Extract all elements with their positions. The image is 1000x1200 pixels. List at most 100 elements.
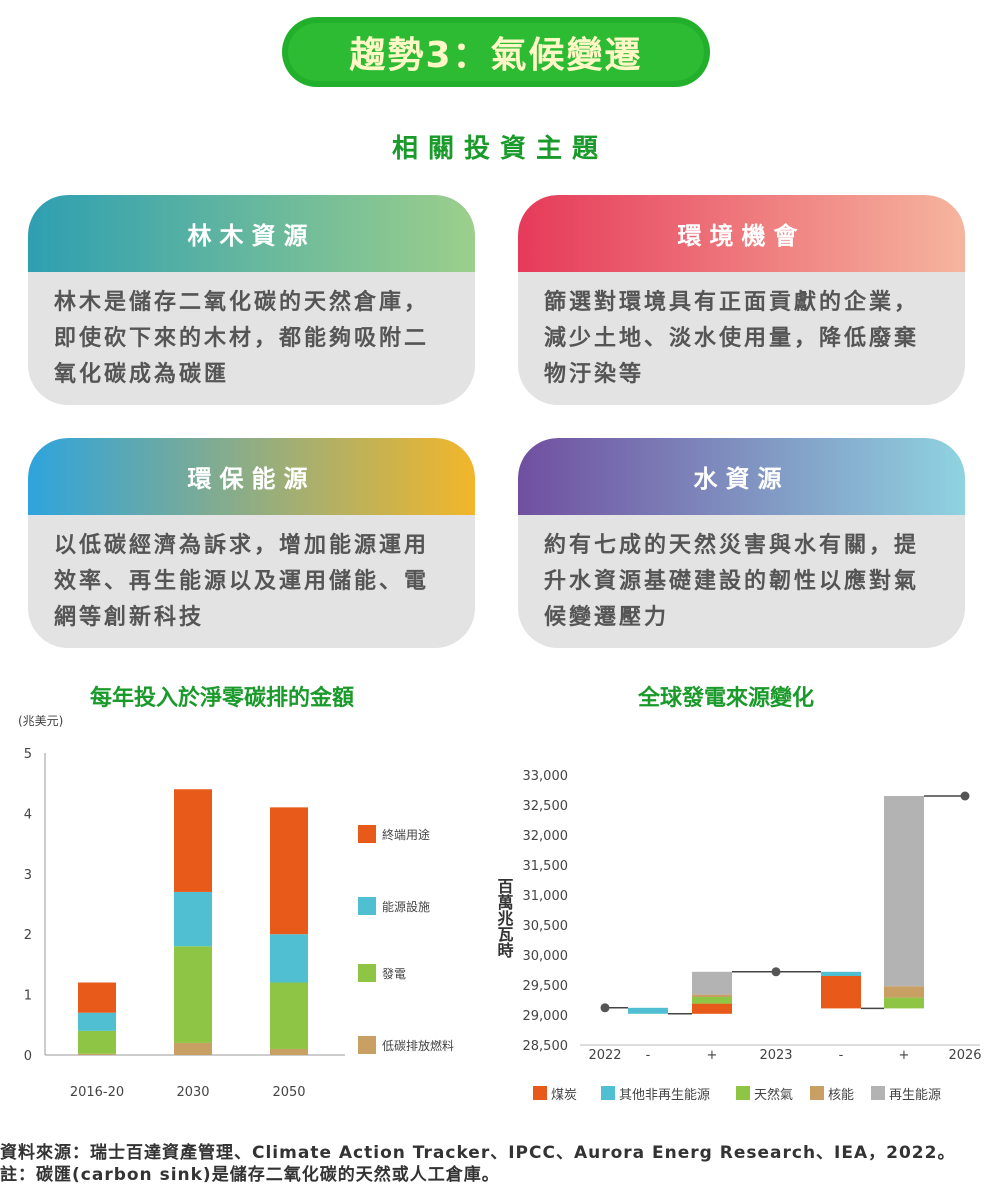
legend-label: 煤炭 <box>551 1088 577 1103</box>
legend-swatch <box>358 897 376 915</box>
y-tick-label: 30,000 <box>523 949 569 964</box>
legend-swatch <box>358 1036 376 1054</box>
waterfall-segment <box>692 994 732 997</box>
legend-label: 天然氣 <box>754 1087 793 1103</box>
x-tick-label: 2023 <box>759 1048 792 1063</box>
legend-label: 核能 <box>828 1088 854 1103</box>
y-tick-label: 5 <box>24 747 32 762</box>
x-tick-label: 2022 <box>588 1048 621 1063</box>
y-tick-label: 29,000 <box>523 1009 569 1024</box>
legend-swatch <box>358 964 376 982</box>
section-subtitle: 相關投資主題 <box>391 134 608 164</box>
source-note: 資料來源：瑞士百達資產管理、Climate Action Tracker、IPC… <box>0 1143 956 1163</box>
bar-segment <box>270 807 308 935</box>
card-header: 林木資源 <box>28 195 475 272</box>
y-tick-label: 2 <box>24 928 32 943</box>
card-title: 環境機會 <box>677 222 806 250</box>
bar-segment <box>270 1048 308 1055</box>
card-line: 以低碳經濟為訴求，增加能源運用 <box>54 533 430 558</box>
y-tick-label: 32,500 <box>523 799 569 814</box>
title-banner-inner <box>288 23 704 81</box>
y-tick-label: 1 <box>24 989 32 1004</box>
waterfall-segment <box>884 796 924 987</box>
y-tick-label: 29,500 <box>523 979 569 994</box>
y-tick-label: 31,000 <box>523 889 569 904</box>
legend-label: 其他非再生能源 <box>619 1088 710 1103</box>
bar-segment <box>174 891 212 947</box>
x-tick-label: - <box>646 1048 651 1063</box>
legend-swatch <box>601 1086 615 1100</box>
bar-segment <box>174 946 212 1043</box>
card-line: 林木是儲存二氧化碳的天然倉庫， <box>54 290 430 315</box>
chart-title-investment: 每年投入於淨零碳排的金額 <box>90 686 355 711</box>
card-header: 水資源 <box>518 438 965 515</box>
bar-segment <box>270 934 308 983</box>
card-header: 環保能源 <box>28 438 475 515</box>
total-marker <box>960 791 970 801</box>
y-tick-label: 31,500 <box>523 859 569 874</box>
y-tick-label: 30,500 <box>523 919 569 934</box>
card-water-resources: 水資源 約有七成的天然災害與水有關，提 升水資源基礎建設的韌性以應對氣 候變遷壓… <box>518 438 965 648</box>
card-line: 網等創新科技 <box>54 605 205 630</box>
card-line: 升水資源基礎建設的韌性以應對氣 <box>544 569 920 594</box>
card-line: 約有七成的天然災害與水有關，提 <box>544 533 920 558</box>
x-tick-label: + <box>707 1048 718 1063</box>
x-tick-label: 2030 <box>176 1085 209 1100</box>
legend-label: 終端用途 <box>382 827 430 842</box>
page-title: 趨勢3：氣候變遷 <box>349 35 643 76</box>
bar-segment <box>78 982 116 1013</box>
card-green-energy: 環保能源 以低碳經濟為訴求，增加能源運用 效率、再生能源以及運用儲能、電 網等創… <box>28 438 475 648</box>
card-environmental-opportunity: 環境機會 篩選對環境具有正面貢獻的企業， 減少土地、淡水使用量，降低廢棄 物汙染… <box>518 195 965 405</box>
card-title: 環保能源 <box>187 465 316 493</box>
card-line: 篩選對環境具有正面貢獻的企業， <box>544 290 920 315</box>
card-body: 林木是儲存二氧化碳的天然倉庫， 即使砍下來的木材，都能夠吸附二 氧化碳成為碳匯 <box>28 272 475 393</box>
card-line: 即使砍下來的木材，都能夠吸附二 <box>54 326 430 351</box>
x-tick-label: 2016-20 <box>70 1085 124 1100</box>
card-forest-resources: 林木資源 林木是儲存二氧化碳的天然倉庫， 即使砍下來的木材，都能夠吸附二 氧化碳… <box>28 195 475 405</box>
bar-segment <box>78 1053 116 1055</box>
y-tick-label: 33,000 <box>523 769 569 784</box>
x-tick-label: 2050 <box>272 1085 305 1100</box>
legend-label: 發電 <box>382 966 406 981</box>
waterfall-segment <box>821 976 861 1009</box>
legend-label: 低碳排放燃料 <box>382 1038 454 1053</box>
x-tick-label: 2026 <box>948 1048 981 1063</box>
card-line: 候變遷壓力 <box>544 605 670 630</box>
waterfall-segment <box>821 971 861 976</box>
waterfall-segment <box>692 1003 732 1014</box>
card-body: 以低碳經濟為訴求，增加能源運用 效率、再生能源以及運用儲能、電 網等創新科技 <box>28 515 475 636</box>
card-header: 環境機會 <box>518 195 965 272</box>
bar-segment <box>78 1012 116 1031</box>
legend-label: 能源設施 <box>382 899 430 914</box>
card-line: 氧化碳成為碳匯 <box>54 362 230 387</box>
y-tick-label: 28,500 <box>523 1039 569 1054</box>
waterfall-segment <box>692 997 732 1004</box>
bar-segment <box>270 982 308 1049</box>
waterfall-segment <box>884 986 924 998</box>
card-line: 效率、再生能源以及運用儲能、電 <box>54 569 430 594</box>
footnote: 註：碳匯(carbon sink)是儲存二氧化碳的天然或人工倉庫。 <box>0 1165 500 1185</box>
waterfall-segment <box>692 971 732 995</box>
card-body: 約有七成的天然災害與水有關，提 升水資源基礎建設的韌性以應對氣 候變遷壓力 <box>518 515 965 636</box>
power-generation-waterfall-chart: 28,500 29,000 29,500 30,000 30,500 31,000 31,5… <box>495 769 982 1103</box>
total-marker <box>600 1003 610 1013</box>
bar-segment <box>174 789 212 892</box>
y-tick-label: 0 <box>24 1049 32 1064</box>
card-body: 篩選對環境具有正面貢獻的企業， 減少土地、淡水使用量，降低廢棄 物汙染等 <box>518 272 965 393</box>
x-tick-label: - <box>839 1048 844 1063</box>
y-axis-label: (兆美元) <box>18 714 63 728</box>
legend-swatch <box>810 1086 824 1100</box>
legend-swatch <box>871 1086 885 1100</box>
y-tick-label: 3 <box>24 868 32 883</box>
bar-segment <box>174 1042 212 1055</box>
legend-swatch <box>736 1086 750 1100</box>
legend-swatch <box>533 1086 547 1100</box>
x-tick-label: + <box>899 1048 910 1063</box>
y-axis-label: 百萬兆瓦時 <box>495 878 514 959</box>
total-marker <box>771 967 781 977</box>
y-tick-label: 32,000 <box>523 829 569 844</box>
card-line: 減少土地、淡水使用量，降低廢棄 <box>544 326 920 351</box>
card-title: 水資源 <box>693 465 790 493</box>
bar-segment <box>78 1030 116 1054</box>
